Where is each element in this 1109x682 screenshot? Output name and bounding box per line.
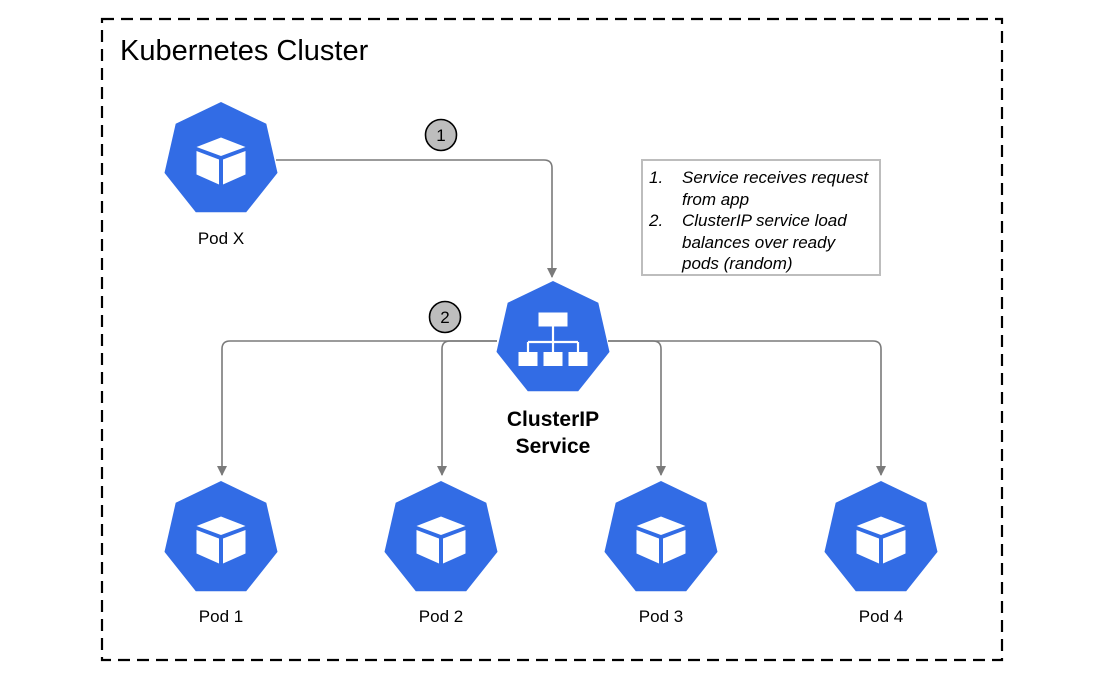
- pod-4-icon: [824, 481, 938, 592]
- pod-3-icon: [604, 481, 718, 592]
- pod-3-label: Pod 3: [638, 607, 684, 626]
- cube-icon: [196, 137, 246, 185]
- pod-x-icon: [164, 102, 278, 213]
- arrow-service-to-pod2: [437, 340, 497, 476]
- arrow-service-to-pod1: [217, 340, 497, 476]
- notes-list: 1. Service receives request from app 2. …: [649, 167, 871, 275]
- pod-2-icon: [384, 481, 498, 592]
- cluster-boundary: [100, 17, 1004, 662]
- service-icon: [496, 281, 610, 392]
- note-text: Service receives request from app: [682, 168, 869, 209]
- arrow-service-to-pod3: [608, 340, 666, 476]
- cluster-title: Kubernetes Cluster: [120, 35, 369, 67]
- cube-icon: [416, 516, 466, 564]
- notes-box: 1. Service receives request from app 2. …: [641, 159, 881, 276]
- arrow-podx-to-service: [276, 159, 557, 278]
- step-badge-2-text: 2: [440, 308, 449, 327]
- cube-icon: [196, 516, 246, 564]
- note-text: ClusterIP service load balances over rea…: [682, 211, 847, 273]
- pod-1-icon: [164, 481, 278, 592]
- step-badge-1-text: 1: [436, 126, 445, 145]
- note-index: 2.: [649, 211, 664, 230]
- note-item: 1. Service receives request from app: [649, 167, 871, 210]
- step-badge-1: 1: [424, 118, 458, 152]
- note-index: 1.: [649, 168, 664, 187]
- note-item: 2. ClusterIP service load balances over …: [649, 210, 871, 275]
- service-label: ClusterIP Service: [493, 406, 613, 460]
- pod-x-label: Pod X: [197, 229, 245, 248]
- pod-1-label: Pod 1: [198, 607, 244, 626]
- pod-2-label: Pod 2: [418, 607, 464, 626]
- pod-4-label: Pod 4: [858, 607, 904, 626]
- cube-icon: [636, 516, 686, 564]
- service-label-line2: Service: [515, 435, 591, 458]
- arrow-service-to-pod4: [608, 340, 886, 476]
- cube-icon: [856, 516, 906, 564]
- hierarchy-icon: [518, 312, 588, 366]
- service-label-line1: ClusterIP: [506, 408, 600, 431]
- step-badge-2: 2: [428, 300, 462, 334]
